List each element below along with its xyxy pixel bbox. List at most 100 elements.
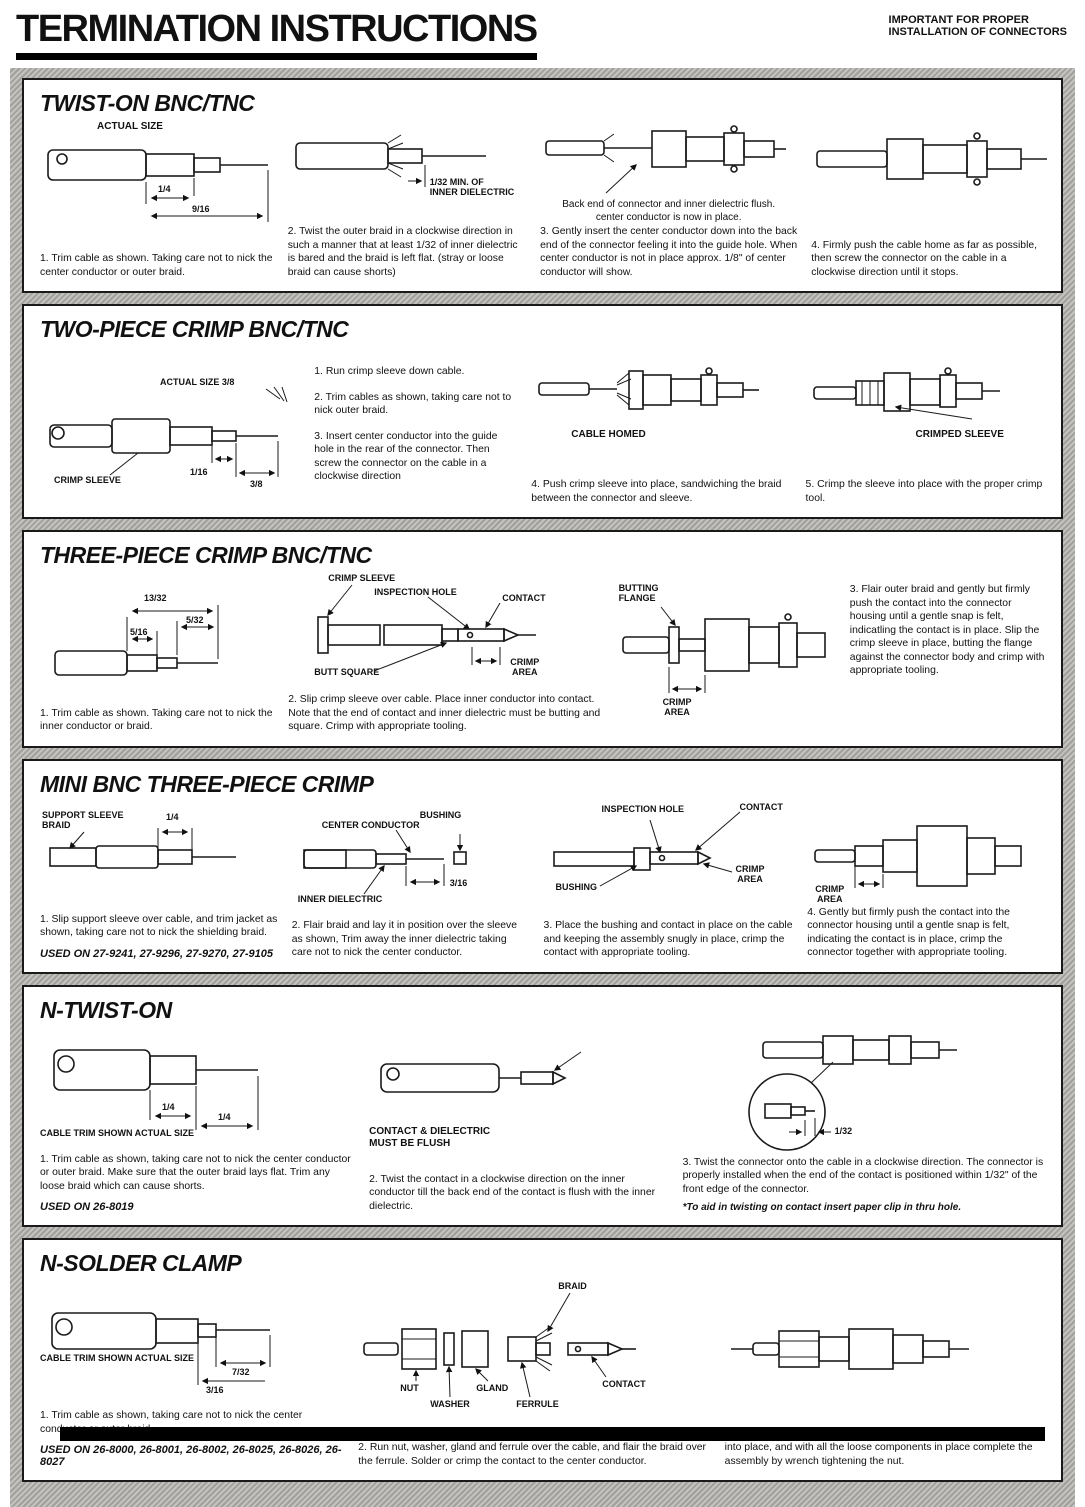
step-text: 4. Push crimp sleeve into place, sandwic…: [531, 479, 782, 504]
assembled-connector-diagram: [811, 121, 1048, 221]
step-text: 1. Trim cable as shown, taking care not …: [40, 1153, 351, 1192]
step-text: 3. Gently insert the center conductor do…: [540, 226, 798, 278]
column-step1: 1/4 1/4 CABLE TRIM SHOWN ACTUAL SIZE 1. …: [40, 1028, 355, 1214]
contact-flush-label: CONTACT & DIELECTRIC MUST BE FLUSH: [369, 1125, 491, 1150]
crimp-sleeve-label: CRIMP SLEEVE: [328, 573, 396, 584]
section-title: TWO-PIECE CRIMP BNC/TNC: [40, 316, 349, 343]
section-two-piece-crimp: TWO-PIECE CRIMP BNC/TNC: [22, 304, 1063, 520]
connector-flush-caption: Back end of connector and inner dielectr…: [562, 199, 776, 223]
step-text: 2. Flair braid and lay it in position ov…: [291, 920, 518, 959]
dim-label: 7/32: [232, 1367, 250, 1378]
insert-conductor-diagram: [540, 121, 797, 199]
column-step3: 1/32 3. Twist the connector onto the cab…: [682, 1028, 1045, 1213]
crimped-sleeve-diagram: [806, 347, 1045, 429]
n-connector-detail-diagram: 1/32: [683, 1028, 1045, 1156]
column-step4: CABLE HOMED 4. Push crimp sleeve into pl…: [531, 347, 791, 505]
dim-label: 1/4: [158, 183, 171, 194]
step-text: 4. Gently but firmly push the contact in…: [807, 906, 1010, 959]
step-text: 5. Crimp the sleeve into place with the …: [805, 479, 1043, 504]
column-cable-diagram: ACTUAL SIZE 3/8 CRIMP SLEEVE 1/16 3/8: [40, 347, 300, 505]
actual-size-label: ACTUAL SIZE: [97, 121, 163, 132]
trim-dimensions-diagram: 13/32 5/32 5/16: [40, 587, 274, 705]
column-steps-1-3: 1. Run crimp sleeve down cable. 2. Trim …: [314, 347, 517, 505]
twisted-braid-diagram: 1/32 MIN. OF INNER DIELECTRIC: [288, 121, 526, 225]
crimp-area-label: CRIMP AREA: [815, 883, 845, 904]
column-flange-diagram: BUTTING FLANGE CRIMP AREA: [615, 573, 836, 734]
step-text: 3. Insert center conductor into the guid…: [314, 430, 498, 483]
dim-label: 9/16: [192, 203, 210, 214]
crimp-sleeve-label: CRIMP SLEEVE: [54, 475, 121, 486]
page-title: TERMINATION INSTRUCTIONS: [16, 10, 538, 60]
cable-trim-label: CABLE TRIM SHOWN ACTUAL SIZE: [40, 1353, 194, 1364]
mini-bnc-connector-diagram: CRIMP AREA: [807, 802, 1045, 906]
sleeve-contact-exploded-diagram: CRIMP SLEEVE INSPECTION HOLE CONTACT BUT…: [288, 573, 600, 693]
column-step1: 13/32 5/32 5/16 1. Trim cable as shown. …: [40, 573, 274, 734]
center-conductor-label: CENTER CONDUCTOR: [321, 819, 420, 830]
dim-label: 3/16: [449, 877, 468, 888]
dim-label: 13/32: [144, 593, 167, 604]
crimp-area-label: CRIMP AREA: [735, 863, 765, 884]
dim-label: 1/4: [218, 1111, 231, 1122]
contact-label: CONTACT: [502, 593, 546, 604]
section-title: THREE-PIECE CRIMP BNC/TNC: [40, 542, 372, 569]
bottom-bar: [60, 1427, 1045, 1441]
column-step5: CRIMPED SLEEVE 5. Crimp the sleeve into …: [806, 347, 1045, 505]
header-note: IMPORTANT FOR PROPER INSTALLATION OF CON…: [888, 14, 1067, 38]
inner-dielectric-label: 1/32 MIN. OF INNER DIELECTRIC: [429, 177, 515, 198]
section-title: MINI BNC THREE-PIECE CRIMP: [40, 770, 374, 797]
section-three-piece-crimp: THREE-PIECE CRIMP BNC/TNC: [22, 530, 1063, 748]
used-on-note: USED ON 26-8019: [40, 1201, 134, 1214]
bushing-label: BUSHING: [419, 809, 462, 820]
used-on-note: USED ON 27-9241, 27-9296, 27-9270, 27-91…: [40, 947, 273, 960]
section-twist-on-bnc-tnc: TWIST-ON BNC/TNC ACTUAL SIZE: [22, 78, 1063, 294]
inspection-hole-label: INSPECTION HOLE: [601, 803, 685, 814]
step-text: 2. Twist the outer braid in a clockwise …: [287, 226, 518, 278]
nut-label: NUT: [400, 1383, 419, 1394]
step-text: 2. Trim cables as shown, taking care not…: [314, 391, 512, 417]
crimped-sleeve-label: CRIMPED SLEEVE: [915, 429, 1004, 441]
step-text: 1. Trim cable as shown. Taking care not …: [40, 253, 273, 278]
column-step3: 3. Flair outer braid and gently but firm…: [850, 573, 1045, 734]
step-text: 3. Twist the connector onto the cable in…: [682, 1156, 1044, 1195]
butting-flange-diagram: BUTTING FLANGE CRIMP AREA: [615, 583, 836, 733]
dim-label: 1/4: [162, 1101, 175, 1112]
step-text: 1. Run crimp sleeve down cable.: [314, 366, 465, 378]
bushing-contact-diagram: INSPECTION HOLE CONTACT BUSHING CRIMP AR…: [544, 802, 794, 906]
washer-label: WASHER: [430, 1399, 470, 1410]
step-text: 2. Run nut, washer, gland and ferrule ov…: [358, 1442, 707, 1467]
column-step2: CRIMP SLEEVE INSPECTION HOLE CONTACT BUT…: [288, 573, 600, 734]
dim-label: 1/16: [190, 467, 208, 478]
section-title: N-TWIST-ON: [40, 996, 172, 1023]
section-title: TWIST-ON BNC/TNC: [40, 90, 255, 116]
step-text: 2. Twist the contact in a clockwise dire…: [369, 1173, 656, 1212]
dim-label: 3/16: [206, 1385, 224, 1396]
section-n-twist-on: N-TWIST-ON: [22, 984, 1063, 1228]
braid-label: BRAID: [558, 1281, 587, 1292]
cable-trim-label: CABLE TRIM SHOWN ACTUAL SIZE: [40, 1127, 194, 1138]
column-step4: CRIMP AREA 4. Gently but firmly push the…: [807, 802, 1045, 960]
contact-label: CONTACT: [602, 1379, 646, 1390]
dim-label: 5/16: [130, 627, 148, 638]
trimmed-cable-diagram: 1/4 9/16: [40, 134, 274, 234]
column-step3: Back end of connector and inner dielectr…: [540, 121, 797, 279]
column-step3: INSPECTION HOLE CONTACT BUSHING CRIMP AR…: [544, 802, 794, 960]
contact-label: CONTACT: [739, 801, 783, 812]
dim-label: 1/4: [166, 811, 179, 822]
butting-flange-label: BUTTING FLANGE: [618, 583, 659, 604]
sections-container: TWIST-ON BNC/TNC ACTUAL SIZE: [10, 68, 1075, 1507]
support-sleeve-label: SUPPORT SLEEVE BRAID: [42, 809, 124, 830]
section-mini-bnc-crimp: MINI BNC THREE-PIECE CRIMP: [22, 758, 1063, 974]
column-step4: 4. Firmly push the cable home as far as …: [811, 121, 1048, 279]
gland-label: GLAND: [476, 1383, 509, 1394]
butt-square-label: BUTT SQUARE: [314, 667, 380, 678]
column-step1: ACTUAL SIZE: [40, 121, 274, 279]
step-text: 2. Slip crimp sleeve over cable. Place i…: [288, 694, 601, 733]
support-sleeve-diagram: 1/4 SUPPORT SLEEVE BRAID: [40, 802, 278, 906]
inspection-hole-label: INSPECTION HOLE: [374, 587, 457, 598]
column-step1: 1/4 SUPPORT SLEEVE BRAID 1. Slip support…: [40, 802, 278, 960]
used-on-note: USED ON 26-8000, 26-8001, 26-8002, 26-80…: [40, 1444, 342, 1469]
step-text: 4. Firmly push the cable home as far as …: [811, 239, 1038, 278]
ferrule-label: FERRULE: [516, 1399, 559, 1410]
crimp-sleeve-cable-diagram: ACTUAL SIZE 3/8 CRIMP SLEEVE 1/16 3/8: [40, 377, 300, 505]
